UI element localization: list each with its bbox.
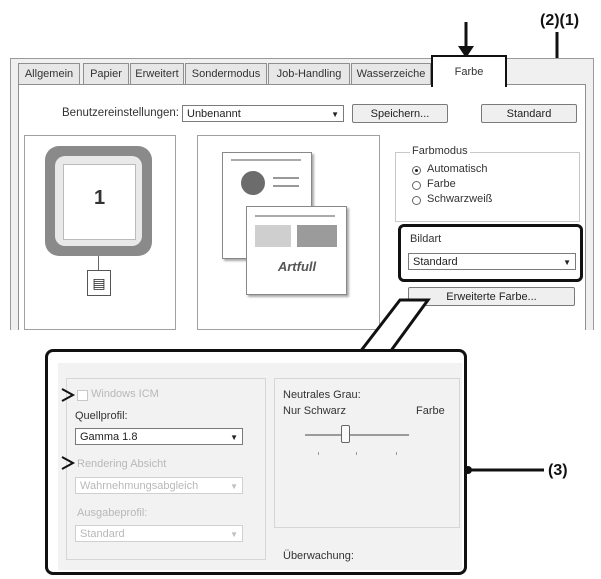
- preview-thumb-text: Artfull: [277, 259, 317, 274]
- chevron-down-icon: ▼: [230, 482, 238, 491]
- user-settings-label: Benutzereinstellungen:: [62, 107, 179, 119]
- dialog-cut-edge: [10, 330, 594, 338]
- zoom-connector: [356, 298, 431, 354]
- image-type-label: Bildart: [410, 233, 442, 245]
- advanced-color-button[interactable]: Erweiterte Farbe...: [408, 287, 575, 306]
- source-profile-value: Gamma 1.8: [80, 431, 138, 443]
- chevron-down-icon: ▼: [563, 258, 571, 267]
- output-profile-label: Ausgabeprofil:: [77, 507, 148, 519]
- radio-automatic[interactable]: [412, 166, 421, 175]
- callout-arrow-icon: [458, 22, 474, 58]
- save-button[interactable]: Speichern...: [352, 104, 448, 123]
- default-button[interactable]: Standard: [481, 104, 577, 123]
- rendering-intent-label: Rendering Absicht: [77, 458, 167, 470]
- radio-black-white-label: Schwarzweiß: [427, 193, 493, 205]
- rendering-intent-value: Wahrnehmungsabgleich: [80, 480, 199, 492]
- printer-icon: ▤: [87, 270, 111, 296]
- source-profile-label: Quellprofil:: [75, 410, 128, 422]
- neutral-gray-slider-track[interactable]: [305, 434, 409, 436]
- only-black-label: Nur Schwarz: [283, 405, 346, 417]
- radio-color[interactable]: [412, 181, 421, 190]
- radio-automatic-label: Automatisch: [427, 163, 488, 175]
- tab-color[interactable]: Farbe: [431, 55, 507, 87]
- windows-icm-label: Windows ICM: [91, 388, 159, 400]
- rendering-intent-select[interactable]: Wahrnehmungsabgleich ▼: [75, 477, 243, 494]
- tab-general[interactable]: Allgemein: [18, 63, 80, 85]
- color-mode-group: [395, 152, 580, 222]
- preview-document-front: Artfull: [246, 206, 347, 295]
- callout-leader-line-3: [464, 466, 544, 474]
- user-settings-value: Unbenannt: [187, 108, 241, 120]
- callout-3: (3): [548, 462, 568, 479]
- neutral-gray-group: [274, 378, 460, 528]
- monitoring-label: Überwachung:: [283, 550, 354, 562]
- connector-line: [98, 256, 99, 270]
- color-mode-title: Farbmodus: [410, 145, 470, 157]
- user-settings-select[interactable]: Unbenannt ▼: [182, 105, 344, 122]
- chevron-down-icon: ▼: [230, 530, 238, 539]
- callout-2-1: (2)(1): [540, 12, 580, 29]
- neutral-gray-label: Neutrales Grau:: [283, 389, 361, 401]
- profile-group: [66, 378, 266, 560]
- color-label: Farbe: [416, 405, 445, 417]
- tab-job-handling[interactable]: Job-Handling: [268, 63, 350, 85]
- chevron-down-icon: ▼: [331, 110, 339, 119]
- windows-icm-checkbox[interactable]: [77, 390, 88, 401]
- source-profile-select[interactable]: Gamma 1.8 ▼: [75, 428, 243, 445]
- tick-mark: [318, 452, 319, 455]
- tick-mark: [356, 452, 357, 455]
- output-profile-select[interactable]: Standard ▼: [75, 525, 243, 542]
- pointer-mark-icon: [61, 388, 76, 402]
- neutral-gray-slider-thumb[interactable]: [341, 425, 350, 443]
- tab-special-mode[interactable]: Sondermodus: [185, 63, 267, 85]
- tab-paper[interactable]: Papier: [83, 63, 129, 85]
- pointer-mark-icon: [61, 456, 76, 470]
- tick-mark: [396, 452, 397, 455]
- image-type-select[interactable]: Standard ▼: [408, 253, 576, 270]
- radio-color-label: Farbe: [427, 178, 456, 190]
- tab-advanced[interactable]: Erweitert: [130, 63, 184, 85]
- page-number: 1: [93, 187, 106, 209]
- page-preview-frame: 1: [45, 146, 152, 256]
- image-type-value: Standard: [413, 256, 458, 268]
- output-profile-value: Standard: [80, 528, 125, 540]
- tab-watermark[interactable]: Wasserzeiche: [351, 63, 431, 85]
- radio-black-white[interactable]: [412, 196, 421, 205]
- chevron-down-icon: ▼: [230, 433, 238, 442]
